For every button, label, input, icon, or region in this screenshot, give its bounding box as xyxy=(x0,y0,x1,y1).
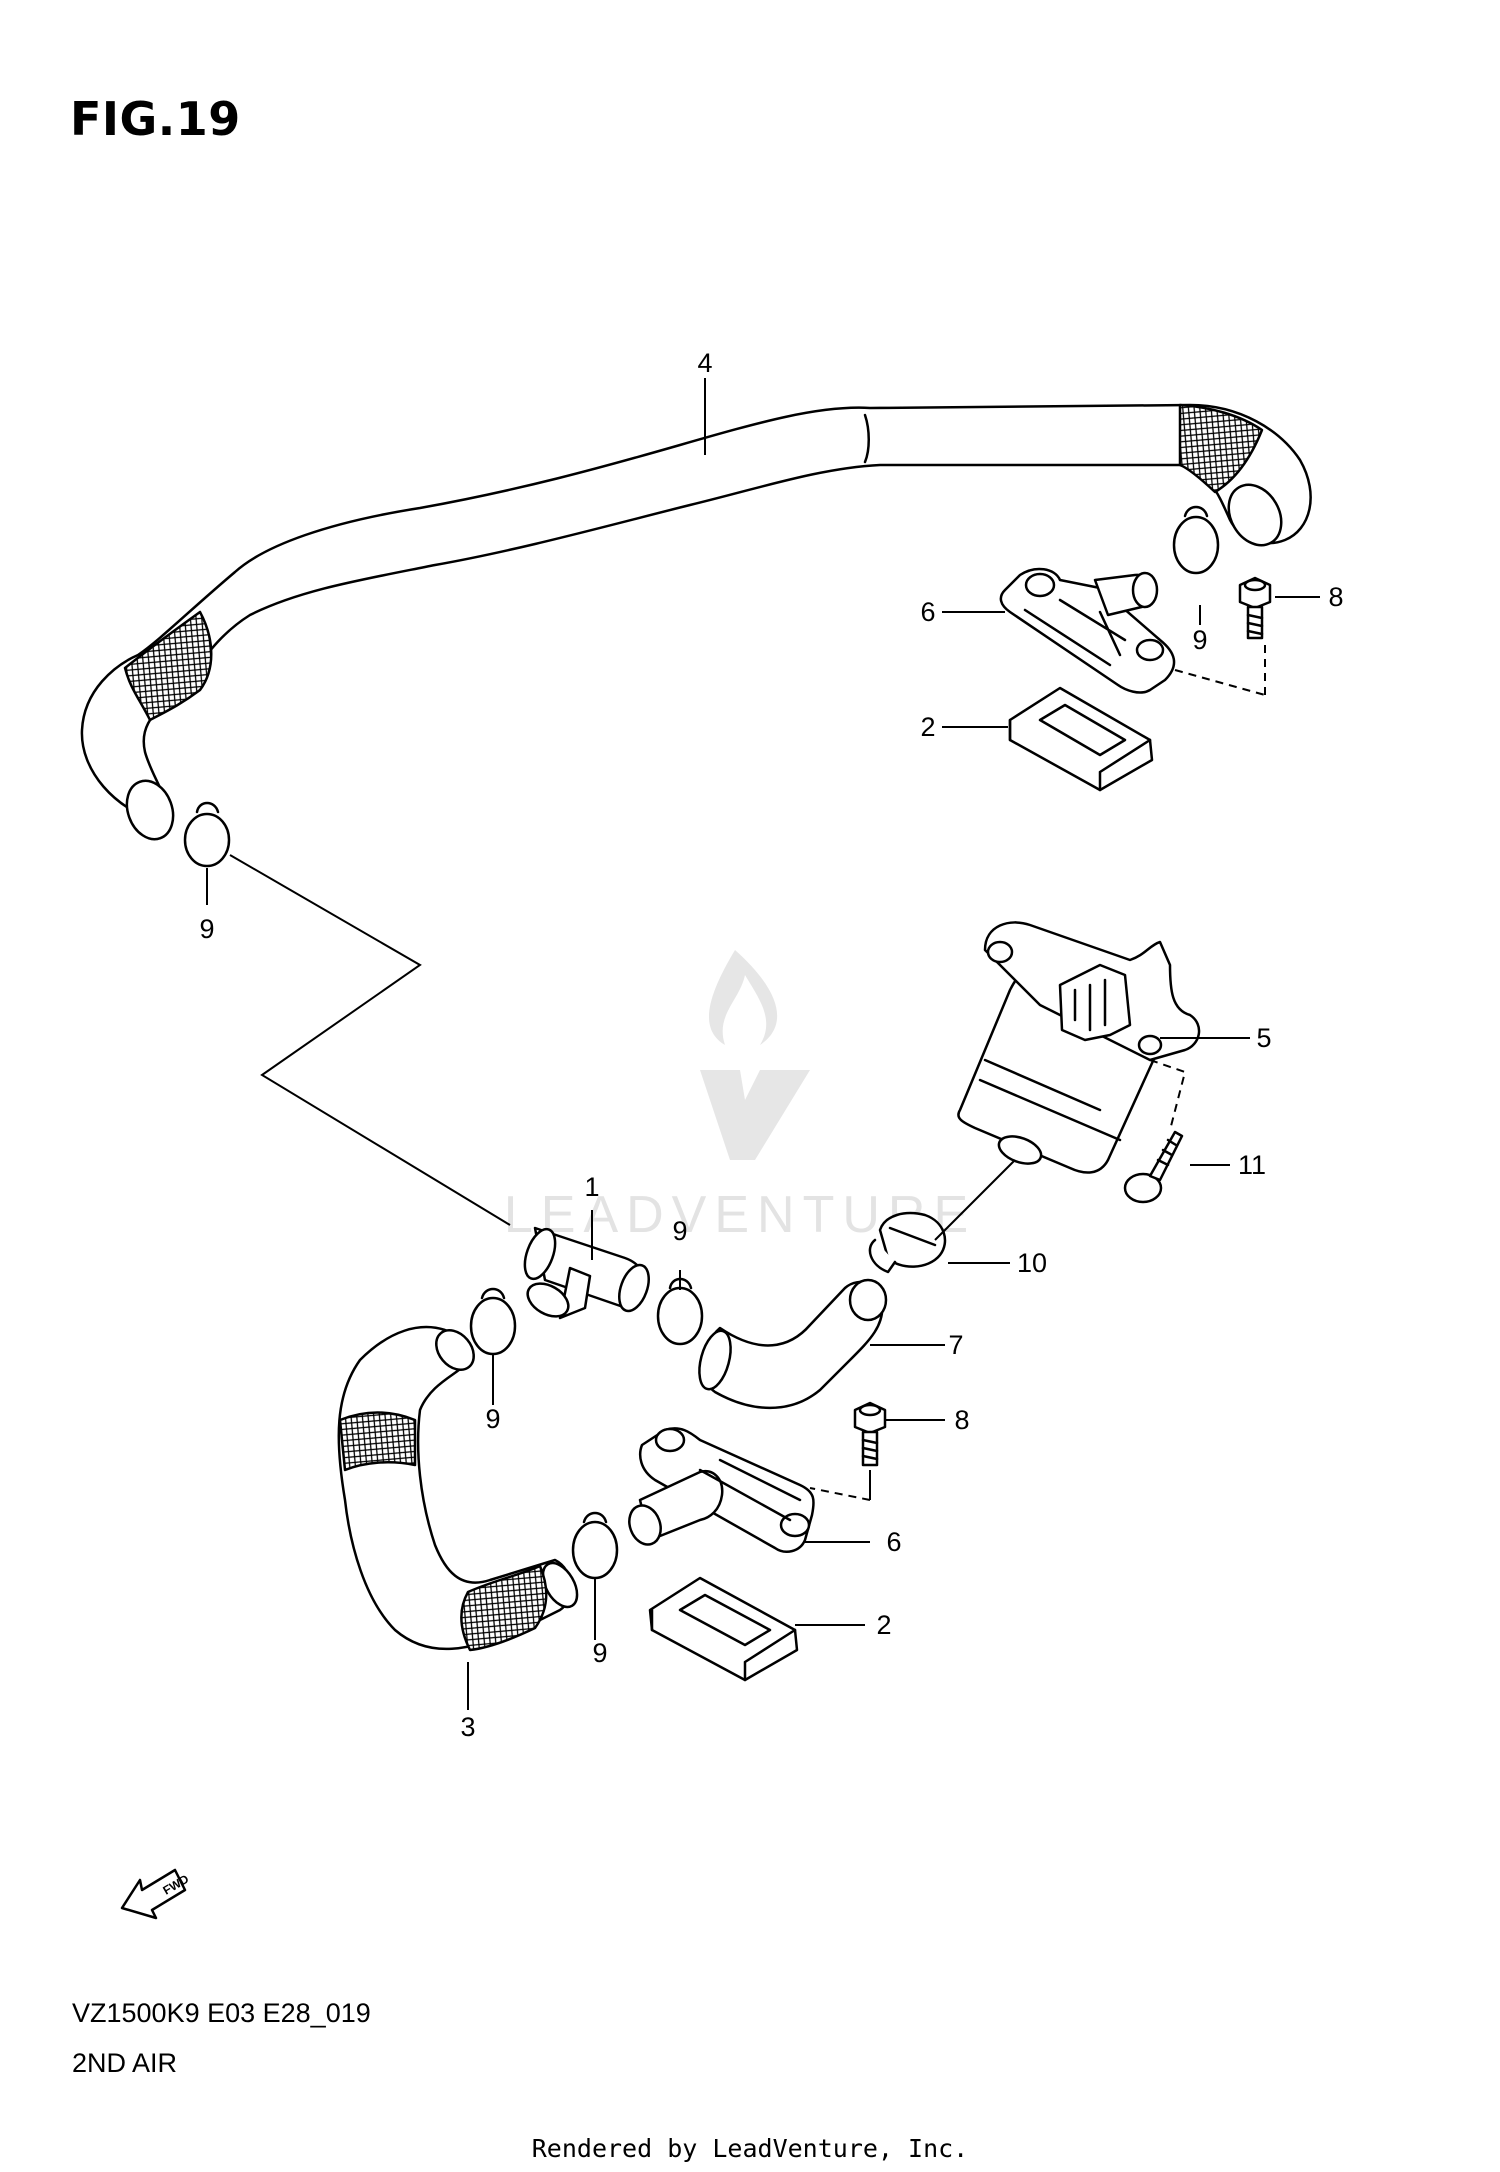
fwd-arrow-icon xyxy=(120,1868,187,1920)
callouts: 4 6 9 8 2 9 5 11 1 9 10 7 9 8 6 2 9 3 xyxy=(199,348,1343,1742)
clamp-part-9-lower-mid xyxy=(571,1511,619,1580)
cover-part-6-top xyxy=(999,567,1176,694)
joint-part-1 xyxy=(523,1226,650,1320)
section-name: 2ND AIR xyxy=(72,2048,178,2078)
clamp-part-9-top-right xyxy=(1172,505,1220,575)
callout-9-mid: 9 xyxy=(672,1216,687,1246)
callout-5: 5 xyxy=(1256,1023,1271,1053)
leader-lines xyxy=(206,378,1320,1710)
callout-2-top: 2 xyxy=(920,712,935,742)
figure-title: FIG.19 xyxy=(70,92,241,146)
callout-10: 10 xyxy=(1017,1248,1047,1278)
clamp-part-9-lower-left xyxy=(469,1287,517,1356)
valve-part-5 xyxy=(957,921,1201,1174)
callout-9-lower-mid: 9 xyxy=(592,1638,607,1668)
callout-6-top: 6 xyxy=(920,597,935,627)
screw-part-8-top xyxy=(1238,576,1272,640)
callout-9-left: 9 xyxy=(199,914,214,944)
gasket-part-2-top xyxy=(1008,686,1154,792)
hose-part-3 xyxy=(337,1325,579,1652)
callout-11: 11 xyxy=(1238,1150,1266,1180)
callout-8-top: 8 xyxy=(1328,582,1343,612)
screw-part-11 xyxy=(1123,1130,1184,1204)
callout-3: 3 xyxy=(460,1712,475,1742)
callout-1: 1 xyxy=(584,1172,599,1202)
gasket-part-2-bottom xyxy=(648,1576,799,1682)
watermark: LEADVENTURE xyxy=(504,950,968,1244)
hose-part-7 xyxy=(698,1278,888,1410)
hose-part-4 xyxy=(80,403,1312,841)
model-code: VZ1500K9 E03 E28_019 xyxy=(72,1998,371,2028)
callout-6-bottom: 6 xyxy=(886,1527,901,1557)
screw-part-8-bottom xyxy=(853,1401,887,1467)
footer-credit: Rendered by LeadVenture, Inc. xyxy=(531,2134,969,2163)
callout-7: 7 xyxy=(948,1330,963,1360)
clamp-part-9-left xyxy=(183,801,231,868)
callout-2-bottom: 2 xyxy=(876,1610,891,1640)
callout-9-lower-left: 9 xyxy=(485,1404,500,1434)
callout-4: 4 xyxy=(697,348,712,378)
cover-part-6-bottom xyxy=(628,1427,815,1553)
callout-8-bottom: 8 xyxy=(954,1405,969,1435)
callout-9-top-right: 9 xyxy=(1192,625,1207,655)
clip-part-10 xyxy=(868,1211,947,1274)
